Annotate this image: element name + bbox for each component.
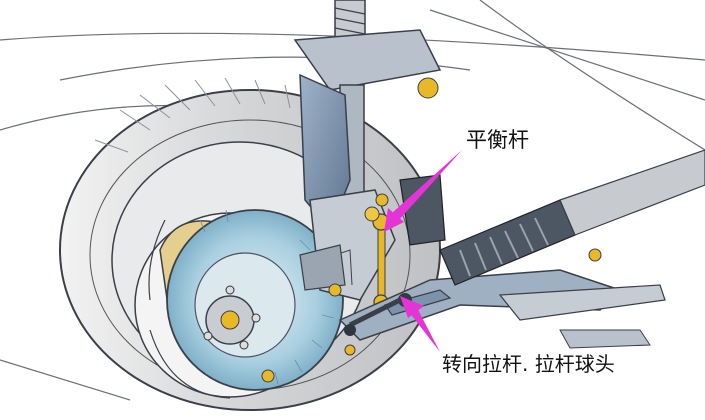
arrow-pointer-icon xyxy=(384,150,462,232)
sway-bar-label: 平衡杆 xyxy=(466,128,529,152)
steering-rack-boot xyxy=(399,149,705,286)
lower-control-arm xyxy=(338,269,666,349)
brake-disc xyxy=(166,209,344,391)
bolts xyxy=(261,77,602,383)
body-outline xyxy=(0,0,705,401)
arrow-pointer-icon xyxy=(400,296,440,352)
tie-rod-label: 转向拉杆. 拉杆球头 xyxy=(442,352,615,376)
drive-shaft xyxy=(299,244,346,291)
strut-assembly xyxy=(293,0,442,232)
